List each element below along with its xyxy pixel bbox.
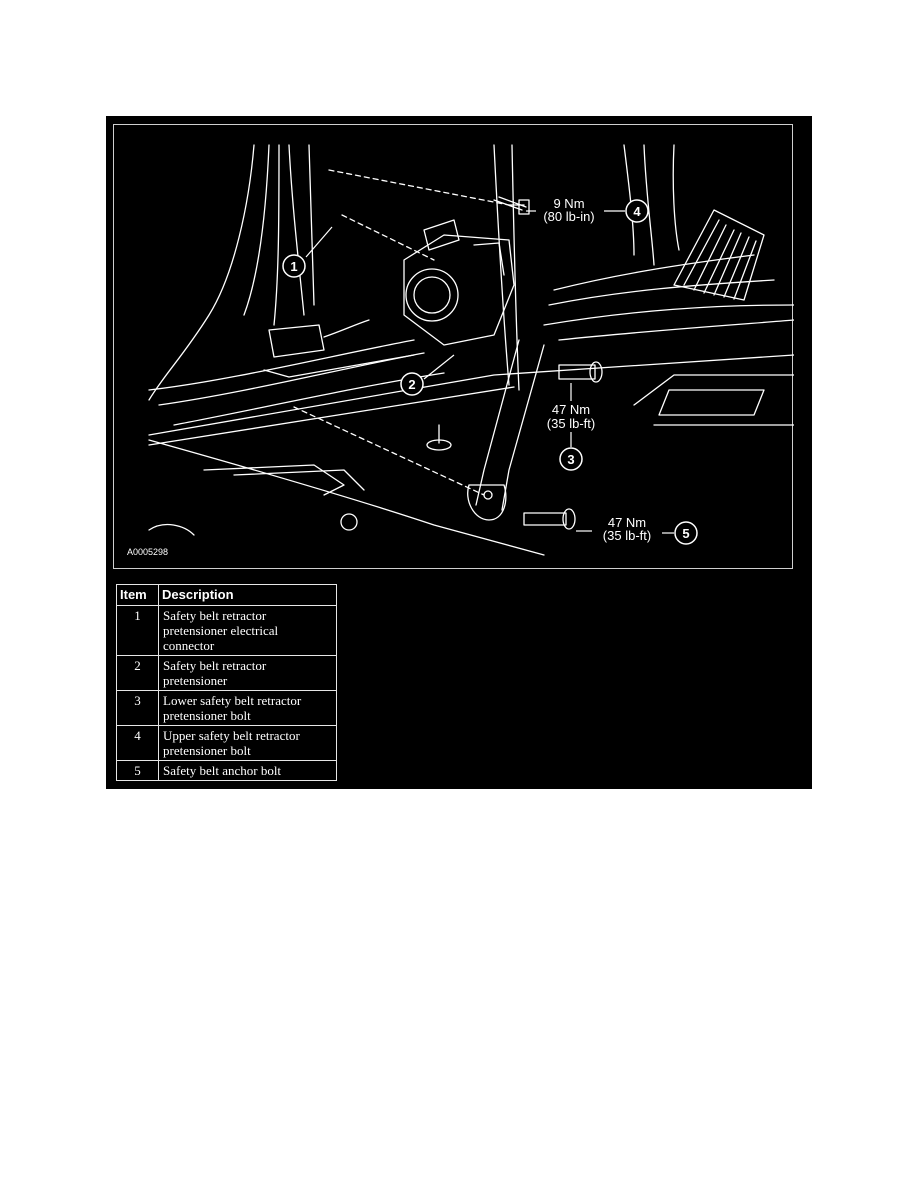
callout-4: 9 Nm (80 lb-in) 4 bbox=[526, 196, 649, 224]
legend-table: Item Description 1 Safety belt retractor… bbox=[116, 584, 337, 781]
svg-text:(80 lb-in): (80 lb-in) bbox=[543, 209, 594, 224]
legend-row: 4 Upper safety belt retractor pretension… bbox=[116, 725, 337, 761]
item-description: Safety belt retractor pretensioner bbox=[158, 655, 337, 691]
item-number: 4 bbox=[116, 725, 159, 761]
svg-text:(35 lb-ft): (35 lb-ft) bbox=[547, 416, 595, 431]
svg-text:47 Nm: 47 Nm bbox=[552, 402, 590, 417]
legend-header-row: Item Description bbox=[116, 584, 337, 606]
svg-text:(35 lb-ft): (35 lb-ft) bbox=[603, 528, 651, 543]
item-description: Lower safety belt retractor pretensioner… bbox=[158, 690, 337, 726]
vehicle-structure-lines bbox=[148, 144, 794, 556]
item-number: 1 bbox=[116, 605, 159, 656]
callout-3: 47 Nm (35 lb-ft) 3 bbox=[547, 383, 595, 471]
svg-text:47 Nm: 47 Nm bbox=[608, 515, 646, 530]
figure-id: A0005298 bbox=[127, 547, 168, 557]
line-drawing: 1 2 47 Nm (35 lb-ft) 3 9 Nm (80 lb-in) 4 bbox=[127, 144, 794, 557]
legend-row: 1 Safety belt retractor pretensioner ele… bbox=[116, 605, 337, 656]
header-description: Description bbox=[158, 584, 337, 606]
svg-text:2: 2 bbox=[408, 377, 415, 392]
legend-row: 5 Safety belt anchor bolt bbox=[116, 760, 337, 781]
item-number: 5 bbox=[116, 760, 159, 781]
item-description: Upper safety belt retractor pretensioner… bbox=[158, 725, 337, 761]
svg-text:1: 1 bbox=[290, 259, 297, 274]
technical-illustration: 1 2 47 Nm (35 lb-ft) 3 9 Nm (80 lb-in) 4 bbox=[113, 124, 794, 569]
svg-text:5: 5 bbox=[682, 526, 689, 541]
svg-text:9 Nm: 9 Nm bbox=[553, 196, 584, 211]
legend-row: 3 Lower safety belt retractor pretension… bbox=[116, 690, 337, 726]
item-number: 3 bbox=[116, 690, 159, 726]
header-item: Item bbox=[116, 584, 159, 606]
svg-text:4: 4 bbox=[633, 204, 641, 219]
svg-text:3: 3 bbox=[567, 452, 574, 467]
item-description: Safety belt anchor bolt bbox=[158, 760, 337, 781]
callout-5: 47 Nm (35 lb-ft) 5 bbox=[576, 515, 698, 545]
legend-row: 2 Safety belt retractor pretensioner bbox=[116, 655, 337, 691]
item-description: Safety belt retractor pretensioner elect… bbox=[158, 605, 337, 656]
item-number: 2 bbox=[116, 655, 159, 691]
callout-1: 1 bbox=[282, 226, 333, 278]
callout-2: 2 bbox=[400, 354, 455, 396]
